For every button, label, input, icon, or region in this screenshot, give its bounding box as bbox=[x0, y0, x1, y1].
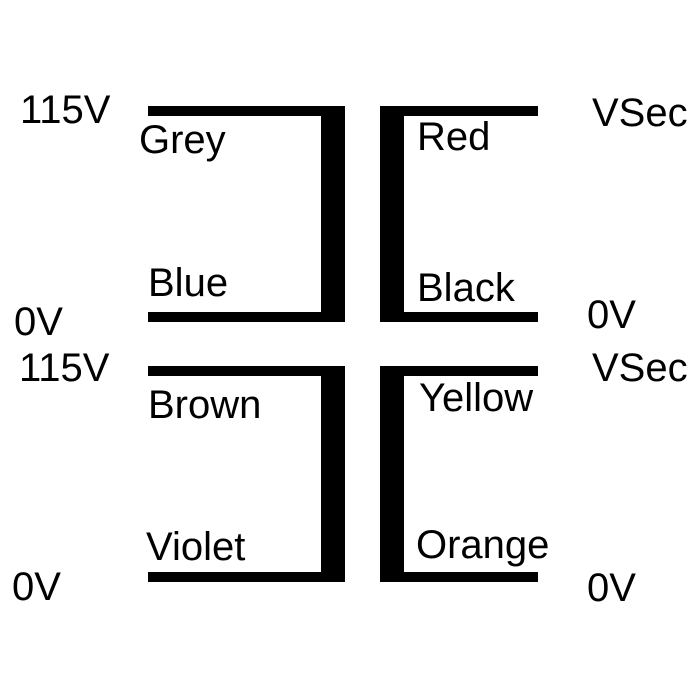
terminal-label-secondary-top-0v: 0V bbox=[587, 293, 636, 337]
terminal-label-primary-bottom-115v: 115V bbox=[19, 346, 110, 390]
winding-symbol-primary-bottom bbox=[148, 366, 345, 582]
winding-symbol-secondary-top bbox=[380, 106, 538, 322]
wire-label-grey: Grey bbox=[139, 118, 226, 162]
wire-label-orange: Orange bbox=[416, 523, 550, 567]
terminal-label-primary-bottom-0v: 0V bbox=[12, 565, 61, 609]
wire-label-violet: Violet bbox=[146, 525, 246, 569]
terminal-label-secondary-bottom-0v: 0V bbox=[587, 566, 636, 610]
terminal-label-primary-top-115v: 115V bbox=[20, 88, 111, 132]
wire-label-red: Red bbox=[417, 115, 491, 159]
terminal-label-secondary-top-vsec: VSec bbox=[592, 91, 688, 135]
wire-label-black: Black bbox=[417, 266, 515, 310]
terminal-label-primary-top-0v: 0V bbox=[14, 300, 63, 344]
wire-label-blue: Blue bbox=[148, 261, 229, 305]
wire-label-yellow: Yellow bbox=[419, 376, 534, 420]
terminal-label-secondary-bottom-vsec: VSec bbox=[592, 346, 688, 390]
winding-symbol-secondary-bottom bbox=[380, 366, 538, 582]
winding-symbol-primary-top bbox=[148, 106, 345, 322]
wire-label-brown: Brown bbox=[148, 383, 262, 427]
